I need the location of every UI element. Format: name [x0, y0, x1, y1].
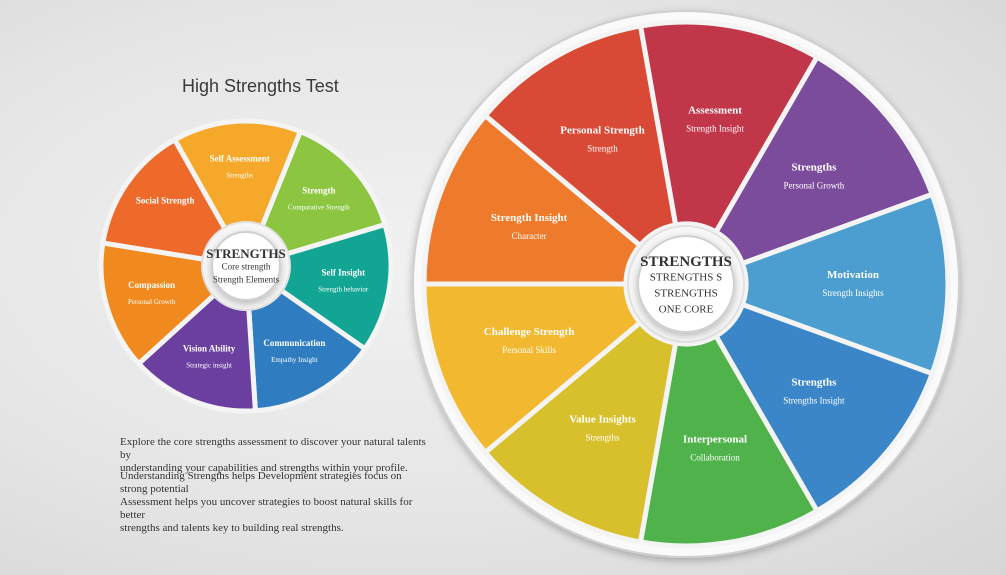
left-wheel-segment-text: Strength behavior: [318, 286, 369, 294]
right-wheel-segment-text: Character: [512, 231, 547, 241]
left-wheel-segment-label: Vision Ability: [183, 343, 236, 353]
right-wheel-segment-text: Strengths Insight: [783, 395, 845, 405]
right-wheel-segment: [481, 23, 679, 249]
right-wheel-segment-label: Interpersonal: [683, 433, 747, 445]
right-wheel-segment: [637, 19, 821, 236]
right-wheel-hub: [637, 235, 735, 333]
right-wheel-segment-text: Strength Insights: [822, 288, 884, 298]
left-wheel-segment-label: Compassion: [128, 280, 175, 290]
left-wheel-segment-text: Strategic insight: [186, 361, 232, 369]
right-wheel-segment-label: Value Insights: [569, 414, 636, 426]
right-wheel-segment-text: Collaboration: [690, 452, 740, 462]
caption-block-2: Understanding Strengths helps Developmen…: [120, 470, 430, 535]
right-wheel-segment-text: Personal Skills: [502, 345, 556, 355]
left-wheel-hub-text: STRENGTHS: [206, 246, 285, 261]
left-wheel-segment-text: Empathy Insight: [271, 356, 318, 364]
left-wheel-segment-label: Communication: [263, 338, 325, 348]
left-wheel-segment-label: Self Insight: [321, 268, 365, 278]
right-wheel-segment-label: Strengths: [791, 162, 837, 174]
right-wheel-segment-label: Personal Strength: [560, 124, 644, 136]
right-wheel-segment-label: Motivation: [827, 269, 879, 281]
right-wheel-hub-text: STRENGTHS: [654, 288, 718, 300]
left-wheel-segment-label: Self Assessment: [209, 154, 269, 164]
right-wheel-segment-text: Strength: [587, 143, 618, 153]
right-wheel-segment-text: Personal Growth: [784, 181, 845, 191]
left-wheel-hub-text: Core strength: [222, 262, 271, 272]
right-wheel-segment-label: Challenge Strength: [484, 326, 575, 338]
left-wheel-segment-label: Social Strength: [136, 196, 195, 206]
caption-line: Explore the core strengths assessment to…: [120, 436, 426, 461]
right-wheel-segment: [421, 281, 644, 456]
left-wheel-segment-text: Strengths: [226, 172, 253, 180]
right-wheel-segment: [712, 301, 936, 515]
right-wheel-segment-label: Strengths: [791, 376, 837, 388]
right-wheel-segment-label: Strength Insight: [491, 212, 568, 224]
left-wheel-hub: [211, 231, 281, 301]
page-title: High Strengths Test: [182, 76, 339, 96]
right-wheel-segment-text: Strengths: [585, 433, 619, 443]
right-wheel-segment-label: Assessment: [688, 105, 742, 117]
right-wheel-segment: [481, 319, 679, 545]
caption-block-1: Explore the core strengths assessment to…: [120, 436, 430, 475]
right-wheel-hub-text: STRENGTHS S: [650, 272, 722, 284]
right-wheel-segment-text: Strength Insight: [686, 124, 744, 134]
right-wheel-segment: [739, 191, 951, 377]
left-wheel-hub-text: Strength Elements: [213, 275, 280, 285]
right-wheel-segment: [421, 112, 644, 287]
caption-line: strengths and talents key to building re…: [120, 522, 344, 534]
caption-line: Assessment helps you uncover strategies …: [120, 496, 413, 521]
left-wheel-segment-text: Comparative Strength: [288, 204, 350, 212]
left-wheel-segment-label: Strength: [302, 186, 335, 196]
caption-line: Understanding Strengths helps Developmen…: [120, 470, 402, 495]
caption-line: understanding your capabilities and stre…: [120, 462, 408, 474]
left-wheel-segment-text: Personal Growth: [128, 298, 176, 306]
right-wheel-segment: [637, 332, 821, 549]
right-wheel-hub-text: STRENGTHS: [640, 254, 732, 270]
right-wheel-hub-text: ONE CORE: [659, 304, 714, 316]
